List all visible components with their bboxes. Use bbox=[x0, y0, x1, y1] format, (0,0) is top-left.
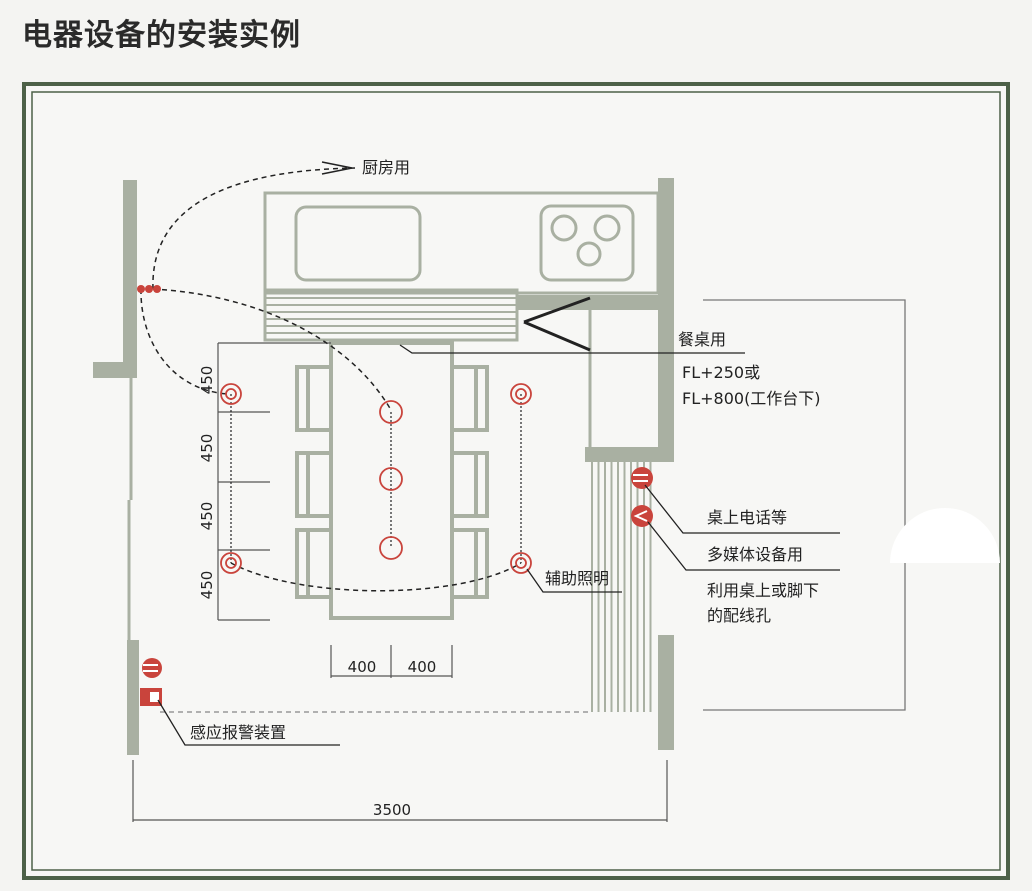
sensor-icon bbox=[140, 658, 162, 706]
light-icon bbox=[220, 383, 242, 405]
dim-400-1: 400 bbox=[348, 658, 377, 676]
label-wiring-1: 利用桌上或脚下 bbox=[707, 581, 819, 600]
label-wiring-2: 的配线孔 bbox=[707, 606, 771, 625]
label-dining: 餐桌用 bbox=[678, 330, 726, 349]
dim-450-1: 450 bbox=[198, 366, 216, 395]
wiring-arcs bbox=[140, 167, 590, 713]
vertical-dimension bbox=[217, 342, 331, 621]
junction-dots bbox=[137, 285, 161, 293]
ceiling-lights bbox=[220, 383, 532, 574]
leader-lines bbox=[157, 296, 840, 746]
chair bbox=[295, 528, 333, 599]
sink bbox=[294, 205, 422, 282]
light-connections bbox=[230, 394, 522, 563]
outer-frame bbox=[22, 82, 1010, 880]
dim-450-3: 450 bbox=[198, 502, 216, 531]
label-multimedia: 多媒体设备用 bbox=[707, 545, 803, 564]
label-kitchen: 厨房用 bbox=[362, 158, 410, 177]
chair bbox=[295, 451, 333, 518]
label-desk-phone: 桌上电话等 bbox=[707, 508, 787, 527]
kitchen-counter bbox=[263, 191, 660, 342]
walls bbox=[93, 178, 674, 755]
label-dining-height-1: FL+250或 bbox=[682, 363, 760, 382]
arrow-icon bbox=[321, 161, 353, 175]
light-icon bbox=[510, 383, 532, 405]
dim-450-2: 450 bbox=[198, 434, 216, 463]
dim-450-4: 450 bbox=[198, 571, 216, 600]
chair bbox=[450, 451, 489, 518]
dim-3500: 3500 bbox=[373, 801, 411, 819]
counter-stripes bbox=[265, 297, 517, 334]
chairs bbox=[295, 365, 489, 599]
light-icon bbox=[379, 400, 403, 424]
desk-stripes bbox=[591, 462, 652, 712]
light-icon bbox=[379, 467, 403, 491]
page-title: 电器设备的安装实例 bbox=[22, 18, 301, 53]
light-icon bbox=[379, 536, 403, 560]
bracket bbox=[703, 299, 906, 711]
outlet-icon bbox=[631, 467, 653, 489]
light-icon bbox=[510, 552, 532, 574]
chair bbox=[295, 365, 333, 432]
light-icon bbox=[220, 552, 242, 574]
label-aux-lighting: 辅助照明 bbox=[545, 569, 609, 588]
label-sensor-alarm: 感应报警装置 bbox=[190, 723, 286, 742]
chair bbox=[450, 365, 489, 432]
dim-400-2: 400 bbox=[408, 658, 437, 676]
inner-frame bbox=[31, 91, 1001, 871]
decorative-shape bbox=[890, 508, 1000, 563]
horizontal-dimension bbox=[132, 645, 668, 822]
chair bbox=[450, 528, 489, 599]
stove bbox=[539, 204, 635, 282]
label-dining-height-2: FL+800(工作台下) bbox=[682, 389, 821, 408]
multimedia-outlet-icon bbox=[631, 505, 653, 527]
